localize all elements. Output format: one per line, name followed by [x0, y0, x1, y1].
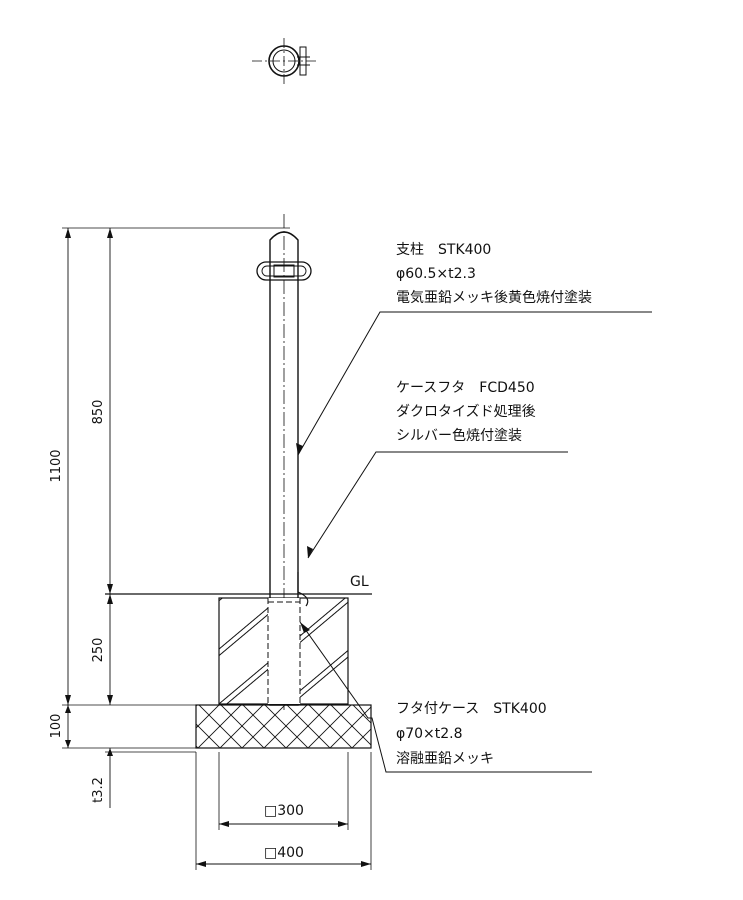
- vertical-dimensions: 1100 850 250 100 t3.2: [49, 227, 290, 808]
- callout-case: フタ付ケース STK400 φ70×t2.8 溶融亜鉛メッキ: [396, 701, 547, 767]
- callout-case-line1: フタ付ケース STK400: [396, 701, 547, 717]
- horizontal-dimensions: □300 □400: [195, 752, 372, 870]
- dim-width-outer: □400: [264, 845, 304, 861]
- callout-post-line3: 電気亜鉛メッキ後黄色焼付塗装: [396, 289, 592, 306]
- callout-cover: ケースフタ FCD450 ダクロタイズド処理後 シルバー色焼付塗装: [396, 380, 536, 444]
- concrete-foundation: [218, 597, 349, 705]
- dim-base-height: 100: [49, 714, 64, 739]
- callout-cover-line2: ダクロタイズド処理後: [396, 404, 536, 420]
- callout-case-line3: 溶融亜鉛メッキ: [396, 751, 494, 767]
- callout-post-line1: 支柱 STK400: [396, 242, 491, 258]
- callout-cover-line1: ケースフタ FCD450: [396, 380, 535, 396]
- ground-label: GL: [350, 574, 369, 590]
- callout-post-line2: φ60.5×t2.3: [396, 266, 476, 282]
- dim-above-ground: 850: [91, 400, 106, 425]
- callout-case-line2: φ70×t2.8: [396, 726, 463, 742]
- dim-width-inner: □300: [264, 803, 304, 819]
- dim-total-height: 1100: [49, 449, 64, 482]
- leader-lines: [296, 311, 652, 773]
- callout-cover-line3: シルバー色焼付塗装: [396, 427, 522, 444]
- dim-embed-depth: 250: [91, 638, 106, 663]
- ground-line: GL: [105, 574, 372, 595]
- plan-view-symbol: [252, 38, 318, 84]
- dim-plate: t3.2: [91, 777, 106, 803]
- callout-post: 支柱 STK400 φ60.5×t2.3 電気亜鉛メッキ後黄色焼付塗装: [396, 242, 592, 306]
- gravel-base: [195, 704, 372, 749]
